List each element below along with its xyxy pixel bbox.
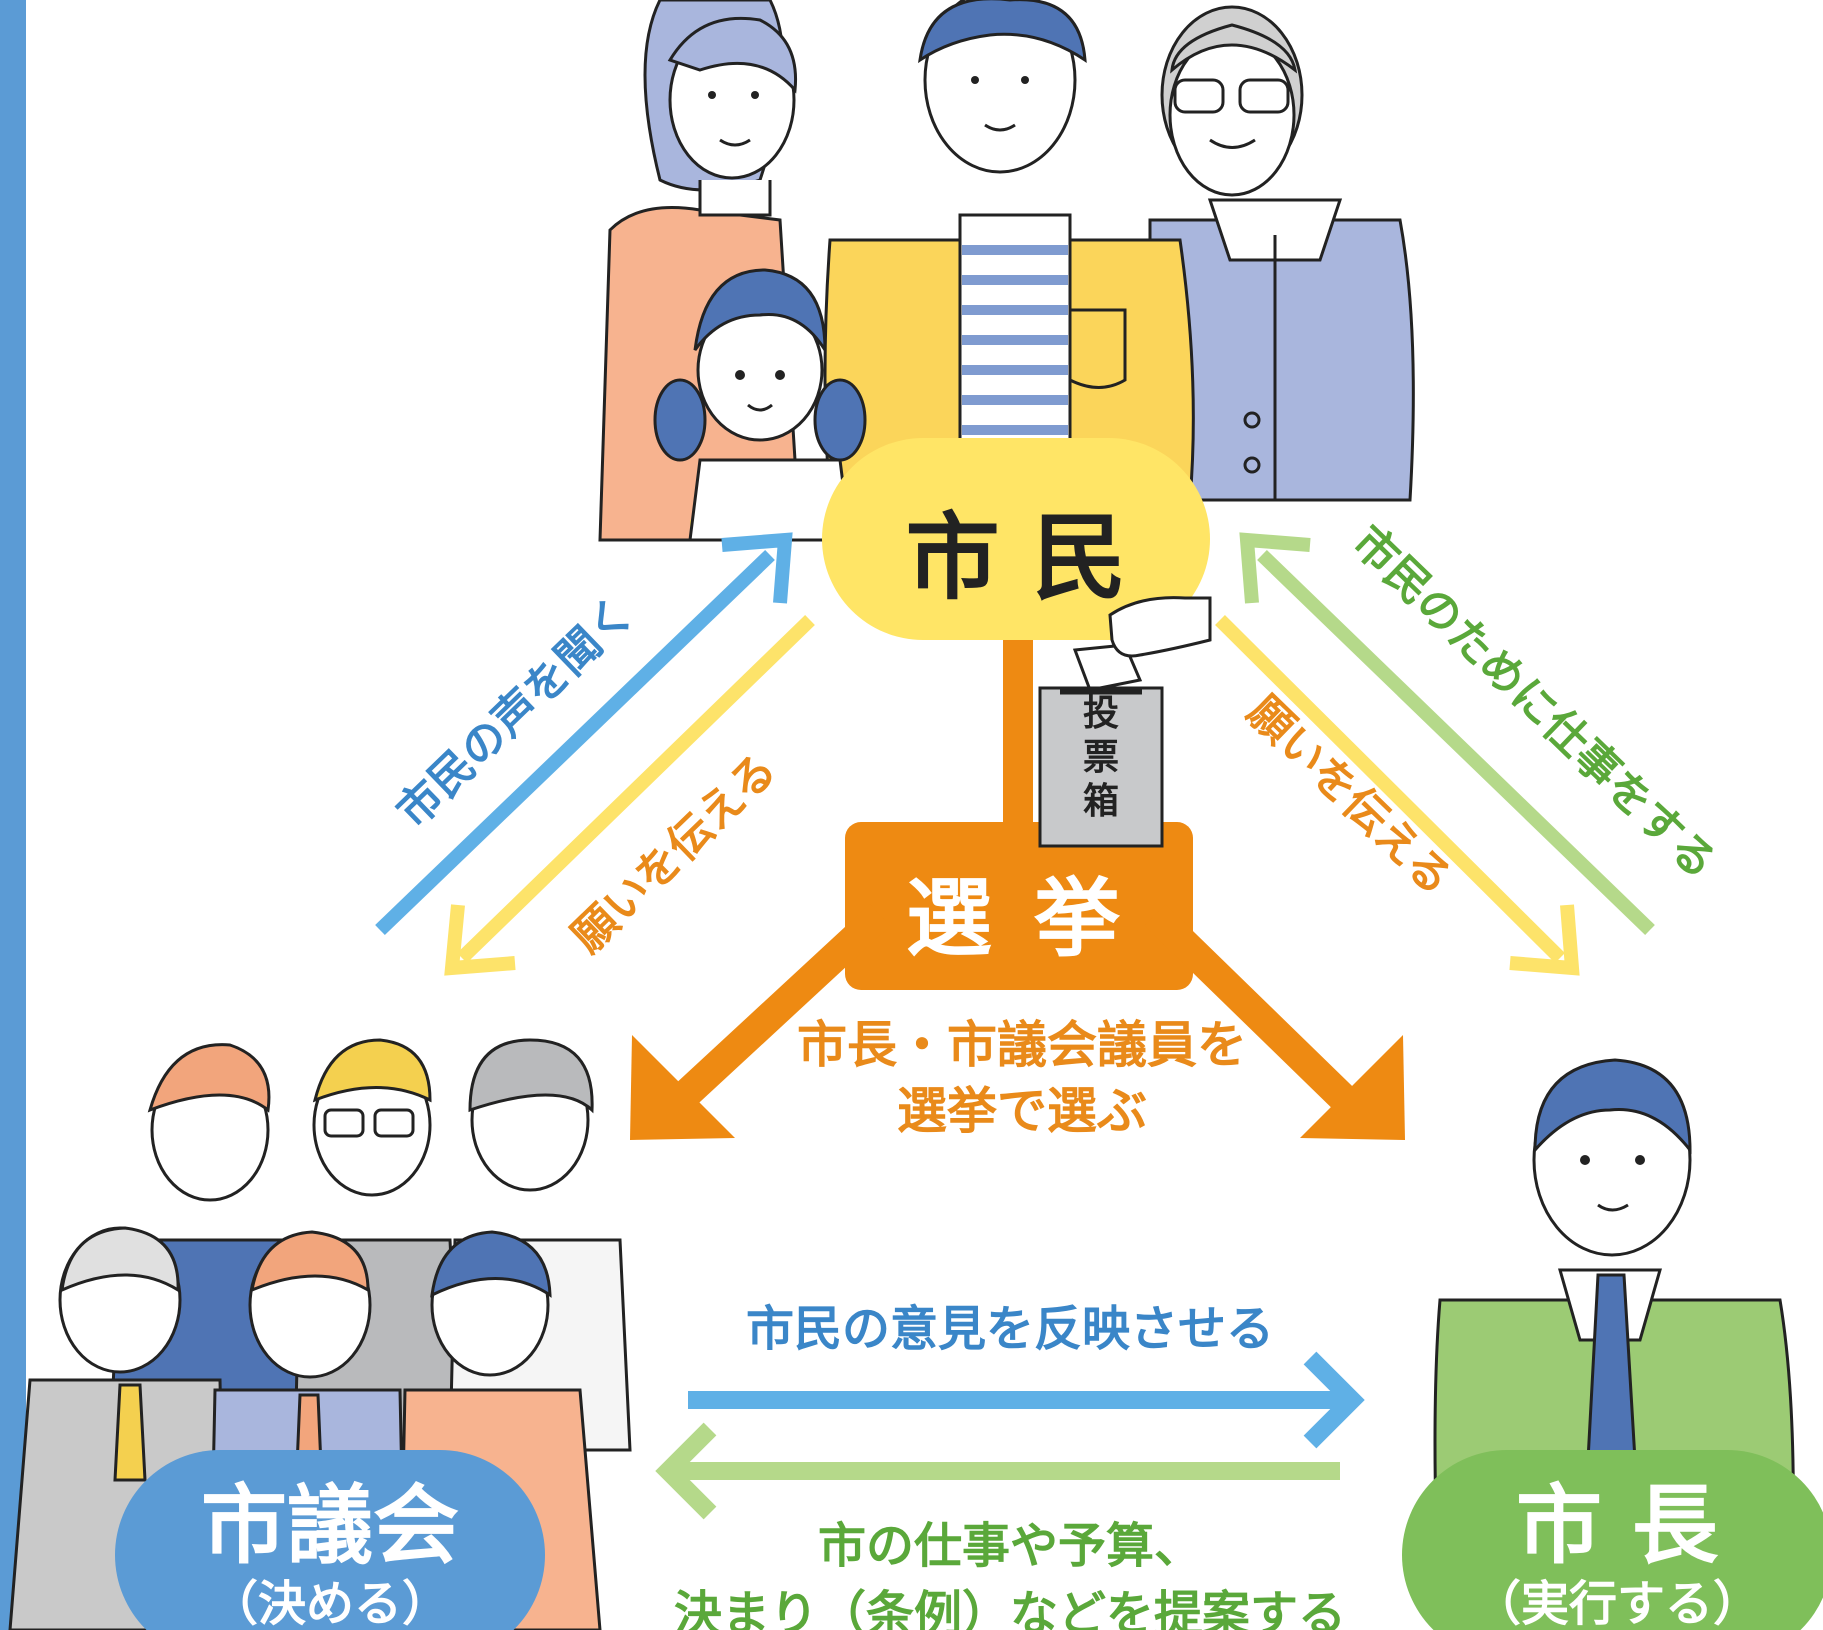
- arrow-council-to-citizens: [375, 532, 793, 936]
- left-accent-bar: [0, 0, 26, 1630]
- mayor-node: 市 長 （実行する）: [1402, 1450, 1823, 1630]
- ballot-box: 投票箱: [1038, 686, 1164, 848]
- ballot-hand-icon: [1072, 596, 1212, 692]
- arrow-mayor-to-citizens: [1239, 532, 1655, 936]
- propose-line2: 決まり（条例）などを提案する: [674, 1586, 1346, 1630]
- mayor-role: （実行する）: [1473, 1576, 1761, 1630]
- arrow-citizens-to-mayor: [1215, 615, 1580, 976]
- election-caption-line1: 市長・市議会議員を: [797, 1016, 1247, 1074]
- election-arrow-to-mayor: [1144, 904, 1405, 1140]
- election-label: 選 挙: [906, 869, 1126, 969]
- mayor-label: 市 長: [1516, 1476, 1719, 1576]
- election-arrow-to-council: [630, 903, 891, 1140]
- council-node: 市議会 （決める）: [115, 1450, 545, 1630]
- council-role: （決める）: [210, 1576, 450, 1630]
- arrow-citizens-to-council: [444, 614, 815, 976]
- propose-line1: 市の仕事や予算、: [818, 1518, 1202, 1574]
- reflect-opinions-label: 市民の意見を反映させる: [746, 1301, 1274, 1357]
- council-label: 市議会: [201, 1476, 459, 1576]
- election-caption-line2: 選挙で選ぶ: [897, 1082, 1147, 1140]
- arrow-mayor-to-council: [655, 1422, 1340, 1520]
- election-node: 選 挙: [845, 640, 1193, 990]
- convey-wishes-left-label: 願いを伝える: [562, 744, 786, 963]
- arrow-council-to-mayor: [688, 1351, 1365, 1449]
- ballot-box-label: 投票箱: [1083, 693, 1119, 822]
- citizens-label: 市 民: [906, 504, 1127, 613]
- citizens-node: 市 民: [822, 438, 1210, 640]
